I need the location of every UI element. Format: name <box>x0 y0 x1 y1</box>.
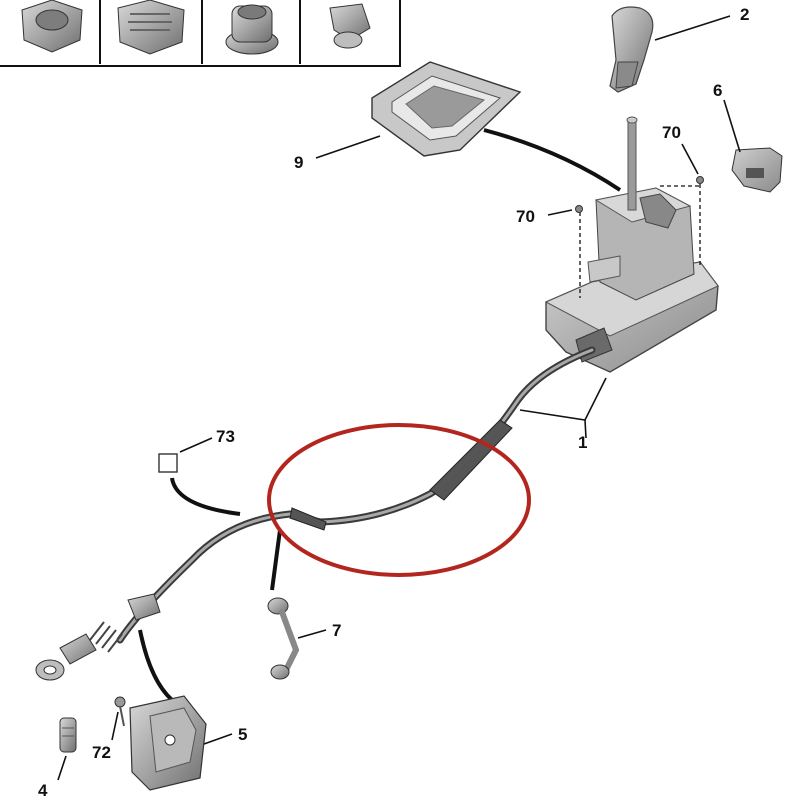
leader-line <box>681 143 699 175</box>
cable-end-fitting <box>35 593 161 681</box>
nut-part <box>21 0 83 53</box>
screw-part <box>575 205 583 213</box>
pin-part <box>59 717 77 753</box>
screw-dashed-guides <box>579 184 701 298</box>
connector-line <box>483 128 622 192</box>
callout-2: 2 <box>740 5 749 24</box>
callout-1: 1 <box>578 433 587 452</box>
clip-part <box>329 3 371 49</box>
gear-knob-part <box>609 6 654 93</box>
screw-72-part <box>114 696 126 727</box>
leader-line <box>111 711 119 741</box>
bushing-part <box>225 4 279 55</box>
rod-part <box>267 597 300 680</box>
gear-selector-housing <box>544 116 719 373</box>
leader-line <box>57 755 67 781</box>
leader-line <box>297 629 327 639</box>
callout-70-right: 70 <box>662 123 681 142</box>
small-parts-strip <box>0 0 401 67</box>
callout-9: 9 <box>294 153 303 172</box>
callout-5: 5 <box>238 725 247 744</box>
switch-part <box>731 147 783 193</box>
screw-part <box>696 176 704 184</box>
callout-73: 73 <box>216 427 235 446</box>
threaded-nut-part <box>117 0 185 55</box>
callout-4: 4 <box>38 781 48 800</box>
leader-line <box>584 419 587 439</box>
leader-line <box>654 15 731 41</box>
callout-7: 7 <box>332 621 341 640</box>
leader-line <box>723 99 741 153</box>
highlight-ring <box>267 423 531 577</box>
part-73-placeholder <box>158 453 178 473</box>
leader-line <box>547 209 573 216</box>
connector-line <box>170 477 241 516</box>
bracket-part <box>129 695 207 791</box>
callout-70-left: 70 <box>516 207 535 226</box>
callout-72: 72 <box>92 743 111 762</box>
connector-line <box>138 629 174 702</box>
callout-6: 6 <box>713 81 722 100</box>
gear-cable <box>116 346 596 644</box>
leader-line <box>203 733 233 745</box>
gaiter-frame-part <box>371 61 522 157</box>
leader-line <box>179 437 213 453</box>
leader-line <box>315 135 381 159</box>
connector-line <box>270 529 282 591</box>
